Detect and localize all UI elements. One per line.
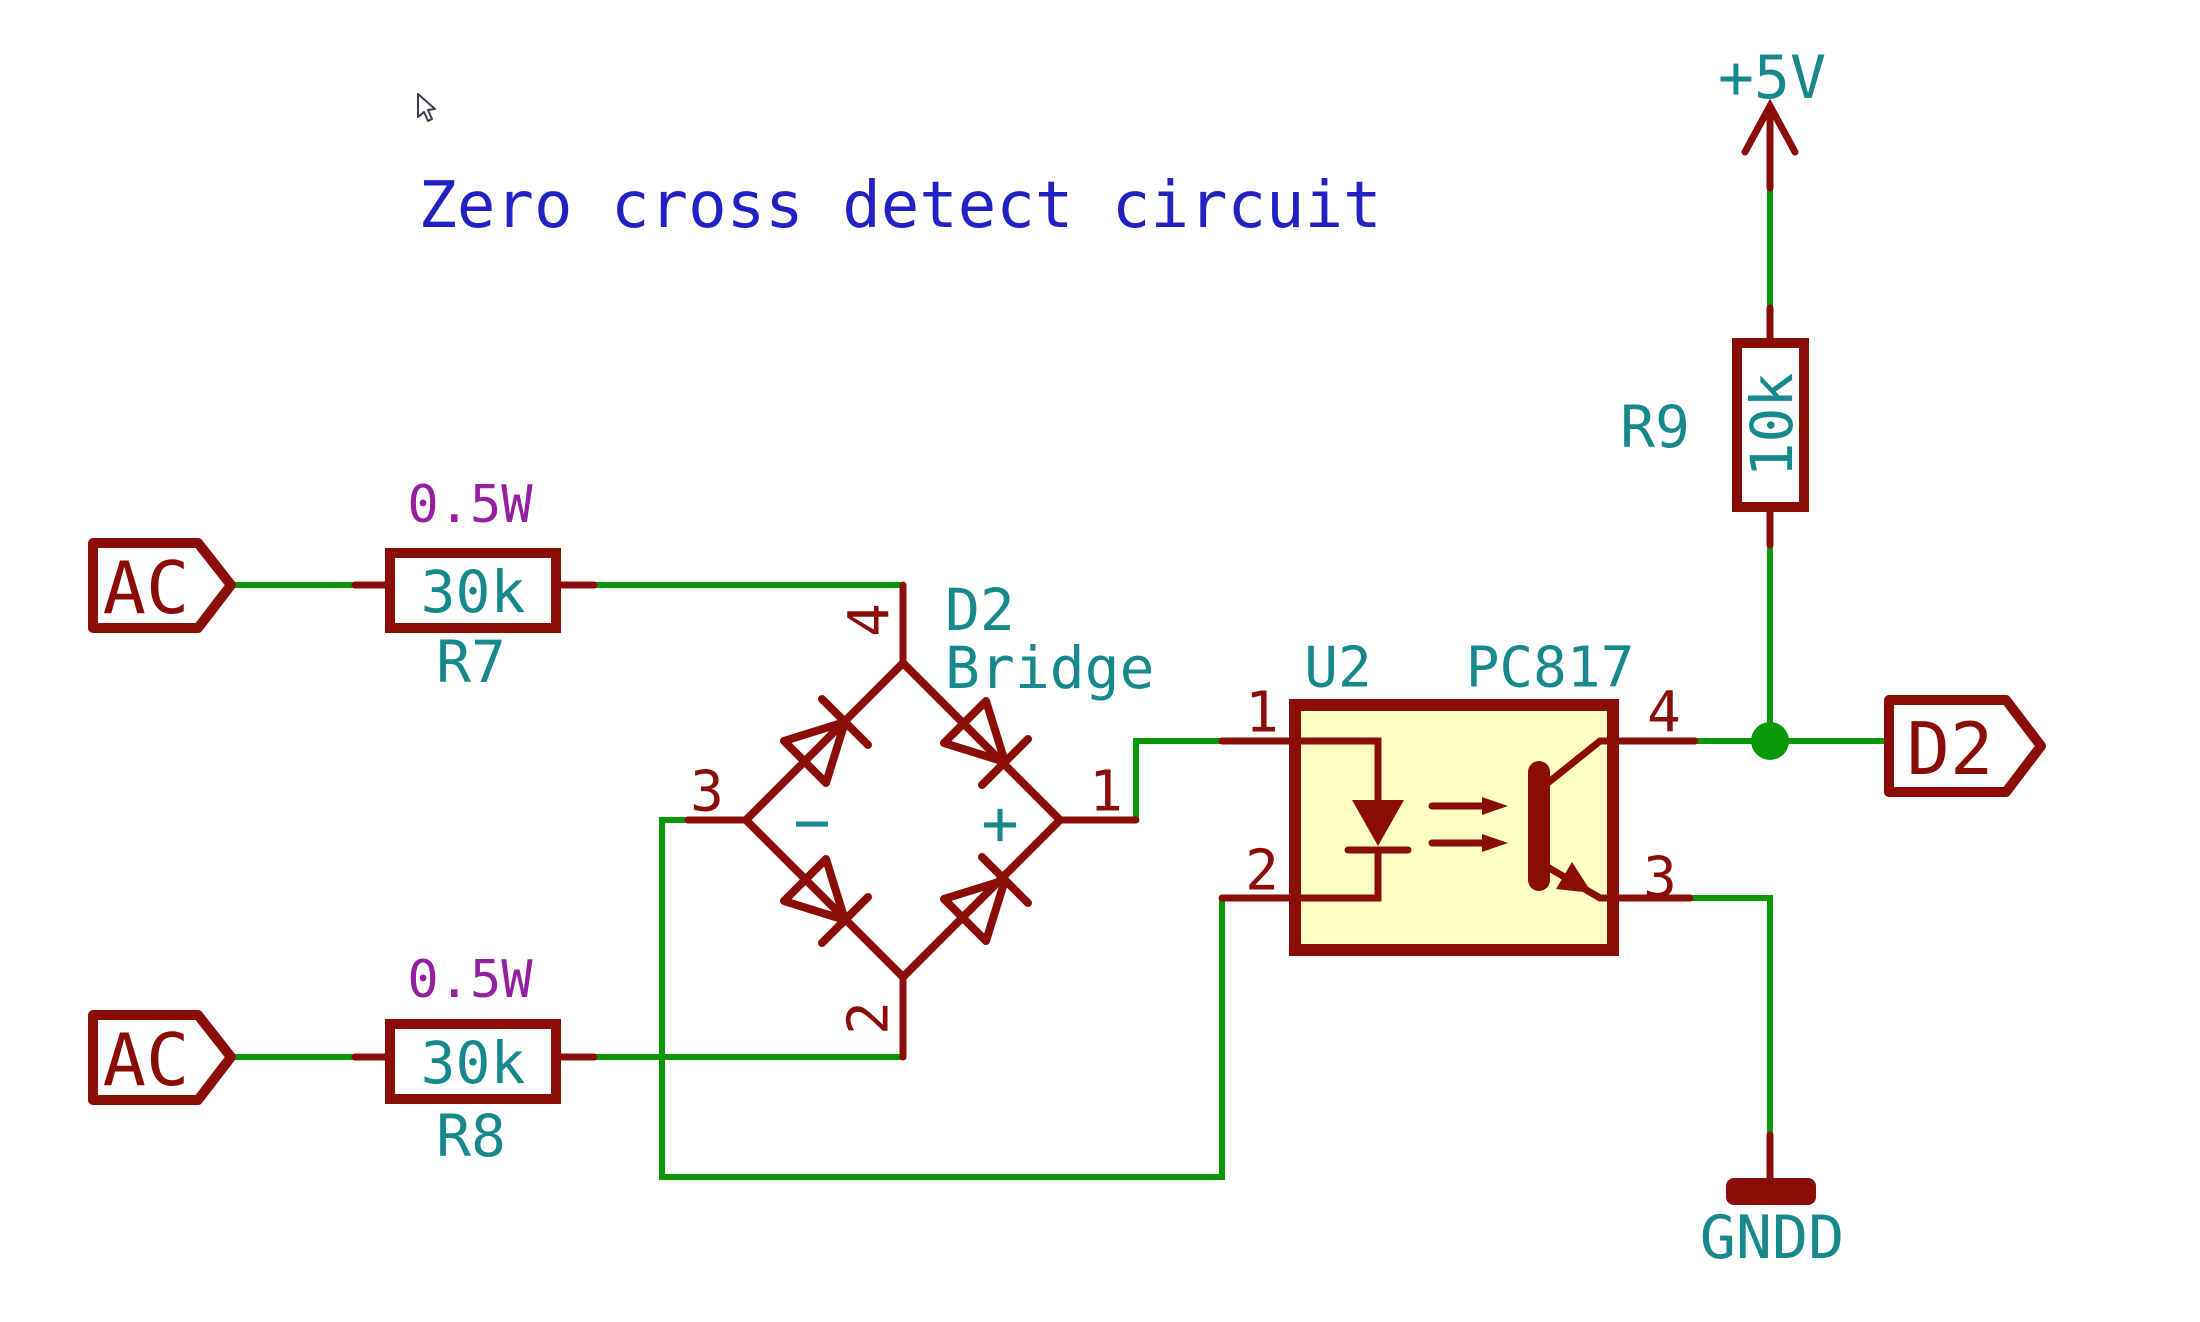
r9-value-label[interactable]: 10k <box>1738 373 1806 478</box>
r8-body <box>385 1019 561 1104</box>
port-d2-label: D2 <box>1907 707 1994 791</box>
transistor-emitter-wire <box>1535 858 1617 902</box>
port-ac-top-shape <box>88 538 236 633</box>
r7-wattage-label[interactable]: 0.5W <box>407 475 533 535</box>
r8-reference-label[interactable]: R8 <box>436 1102 506 1170</box>
bridge-reference-label[interactable]: D2 <box>945 576 1015 644</box>
wire-junction-dot[interactable] <box>1751 722 1789 760</box>
resistor-r9[interactable]: R9 10k <box>1620 304 1809 549</box>
u2-pin2-number: 2 <box>1245 839 1279 904</box>
diode-triangle-icon <box>780 855 849 924</box>
r8-value-label[interactable]: 30k <box>421 1029 526 1097</box>
r7-reference-label[interactable]: R7 <box>436 628 506 696</box>
led-triangle-icon <box>1352 800 1404 846</box>
plus5v-label: +5V <box>1718 43 1826 113</box>
port-ac-bottom-shape <box>88 1010 236 1105</box>
gndd-label: GNDD <box>1700 1203 1845 1273</box>
r8-wattage-label[interactable]: 0.5W <box>407 950 533 1010</box>
diode-triangle-icon <box>940 876 1009 945</box>
diode-cathode-bar-icon <box>818 695 872 749</box>
wire-u2-pin3-to-gnd[interactable] <box>1687 895 1773 1138</box>
port-ac-top-label: AC <box>103 546 190 630</box>
bridge-pin2-number: 2 <box>837 1001 902 1035</box>
diode-triangle-icon <box>780 718 849 787</box>
schematic-title-note[interactable]: Zero cross detect circuit <box>418 169 1381 243</box>
gnd-bar-icon <box>1726 1178 1816 1205</box>
led-emission-arrow <box>1428 797 1508 815</box>
bridge-pin1-number: 1 <box>1089 760 1123 825</box>
port-ac-bottom-label: AC <box>103 1018 190 1102</box>
transistor-collector-wire <box>1535 737 1617 794</box>
bridge-diamond-outline <box>742 659 1064 981</box>
port-ac-top[interactable]: AC <box>88 538 236 633</box>
bridge-diode-lower-left <box>780 855 872 947</box>
u2-pin3-number: 3 <box>1643 846 1677 911</box>
r9-reference-label[interactable]: R9 <box>1620 393 1690 461</box>
bridge-value-label[interactable]: Bridge <box>945 634 1155 702</box>
plus5v-arrow-icon <box>1741 98 1799 192</box>
optocoupler-u2[interactable]: 1 2 4 3 U2 PC817 <box>1218 636 1699 956</box>
r7-body <box>385 548 561 633</box>
u2-value-label[interactable]: PC817 <box>1466 636 1635 701</box>
port-d2-shape <box>1884 695 2046 797</box>
port-d2-output[interactable]: D2 <box>1884 695 2046 797</box>
bridge-diode-upper-left <box>780 695 872 787</box>
led-emission-arrow <box>1428 834 1508 852</box>
wire-bridge-pin3-to-u2-pin2[interactable] <box>659 817 1225 1180</box>
transistor-emitter-arrow-icon <box>1556 862 1592 893</box>
diode-triangle-icon <box>940 697 1009 766</box>
bridge-diode-lower-right <box>940 853 1032 945</box>
u2-body <box>1289 699 1619 956</box>
mouse-cursor-icon <box>417 93 436 122</box>
diode-cathode-bar-icon <box>978 853 1032 907</box>
bridge-minus-mark: − <box>793 786 830 859</box>
ground-gndd[interactable]: GNDD <box>1700 1131 1845 1273</box>
diode-cathode-bar-icon <box>978 735 1032 789</box>
port-ac-bottom[interactable]: AC <box>88 1010 236 1105</box>
bridge-diode-upper-right <box>940 697 1032 789</box>
r9-body <box>1732 338 1809 512</box>
bridge-pin4-number: 4 <box>838 603 903 637</box>
u2-led-cathode-wire <box>1291 846 1382 902</box>
u2-pin4-number: 4 <box>1647 681 1681 746</box>
bridge-plus-mark: + <box>981 787 1018 860</box>
wire-bridge-pin1-to-u2-pin1[interactable] <box>1133 738 1225 823</box>
resistor-r7[interactable]: 0.5W 30k R7 <box>351 475 598 696</box>
bridge-pin3-number: 3 <box>690 760 724 825</box>
u2-led-anode-wire <box>1291 737 1382 804</box>
bridge-rectifier-d2[interactable]: 3 1 4 2 − + D2 Bridge <box>684 576 1155 1061</box>
u2-reference-label[interactable]: U2 <box>1304 636 1371 701</box>
r7-value-label[interactable]: 30k <box>421 558 526 626</box>
diode-cathode-bar-icon <box>818 893 872 947</box>
resistor-r8[interactable]: 0.5W 30k R8 <box>351 950 598 1170</box>
wires <box>228 185 1892 1180</box>
u2-pin1-number: 1 <box>1245 681 1279 746</box>
power-flag-5v[interactable]: +5V <box>1718 43 1826 192</box>
